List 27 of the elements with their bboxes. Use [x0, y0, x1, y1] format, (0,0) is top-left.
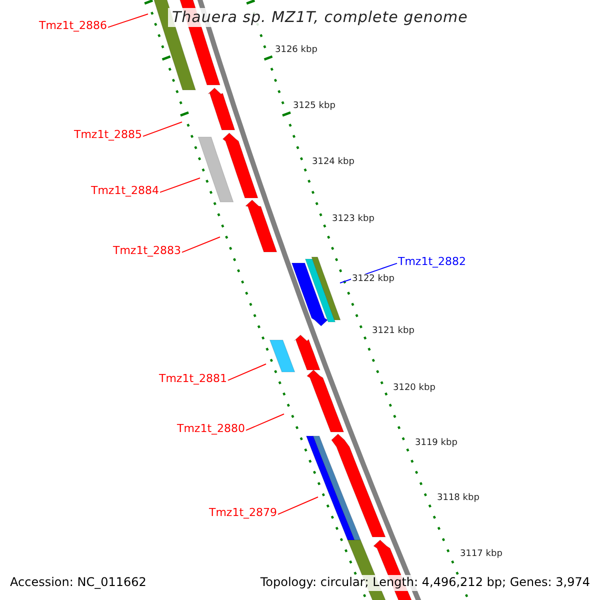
scale-label: 3118 kbp: [436, 493, 480, 504]
scale-label: 3125 kbp: [292, 101, 336, 112]
gene-label: Tmz1t_2882: [398, 256, 466, 269]
gene-label: Tmz1t_2884: [91, 185, 160, 198]
scale-label: 3119 kbp: [414, 438, 458, 448]
scale-label: 3124 kbp: [311, 157, 356, 168]
gene-label: Tmz1t_2881: [159, 373, 228, 386]
map-info-text: Accession: NC_011662: [8, 575, 148, 591]
gene-label: Tmz1t_2886: [39, 20, 108, 33]
gene-label: Tmz1t_2885: [74, 129, 142, 142]
leader-line: [278, 496, 318, 515]
leader-line: [160, 178, 200, 193]
scale-label: 3121 kbp: [371, 326, 416, 336]
gene-label: Tmz1t_2879: [209, 507, 278, 520]
scale-label: 3120 kbp: [392, 383, 436, 394]
map-info-text: Topology: circular; Length: 4,496,212 bp; Genes: 3,974: [258, 575, 592, 591]
leader-line: [246, 414, 284, 431]
gene-label: Tmz1t_2883: [113, 245, 182, 258]
scale-label: 3123 kbp: [331, 214, 376, 224]
scale-label: 3122 kbp: [351, 274, 396, 284]
leader-line: [182, 236, 220, 253]
leader-line: [108, 14, 148, 28]
scale-label: 3117 kbp: [459, 549, 504, 560]
gene-label: Tmz1t_2880: [177, 423, 246, 436]
scale-label: 3126 kbp: [274, 45, 318, 56]
leader-line: [142, 122, 182, 137]
leader-line: [228, 364, 266, 381]
